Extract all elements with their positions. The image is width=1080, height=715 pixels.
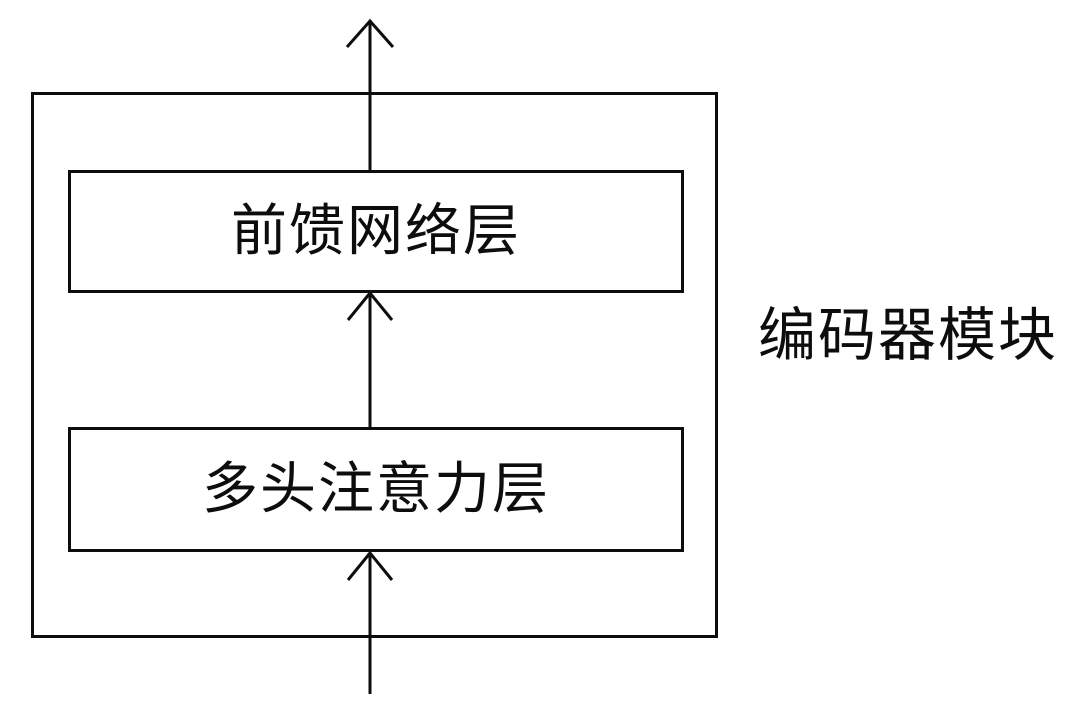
- block-feed-forward-layer[interactable]: 前馈网络层: [68, 170, 684, 293]
- block-label-multi-head-attention-layer: 多头注意力层: [202, 456, 550, 522]
- block-multi-head-attention-layer[interactable]: 多头注意力层: [68, 427, 684, 552]
- encoder-module-caption: 编码器模块: [758, 301, 1059, 369]
- encoder-module-frame: [31, 92, 718, 638]
- block-label-feed-forward-layer: 前馈网络层: [231, 198, 521, 264]
